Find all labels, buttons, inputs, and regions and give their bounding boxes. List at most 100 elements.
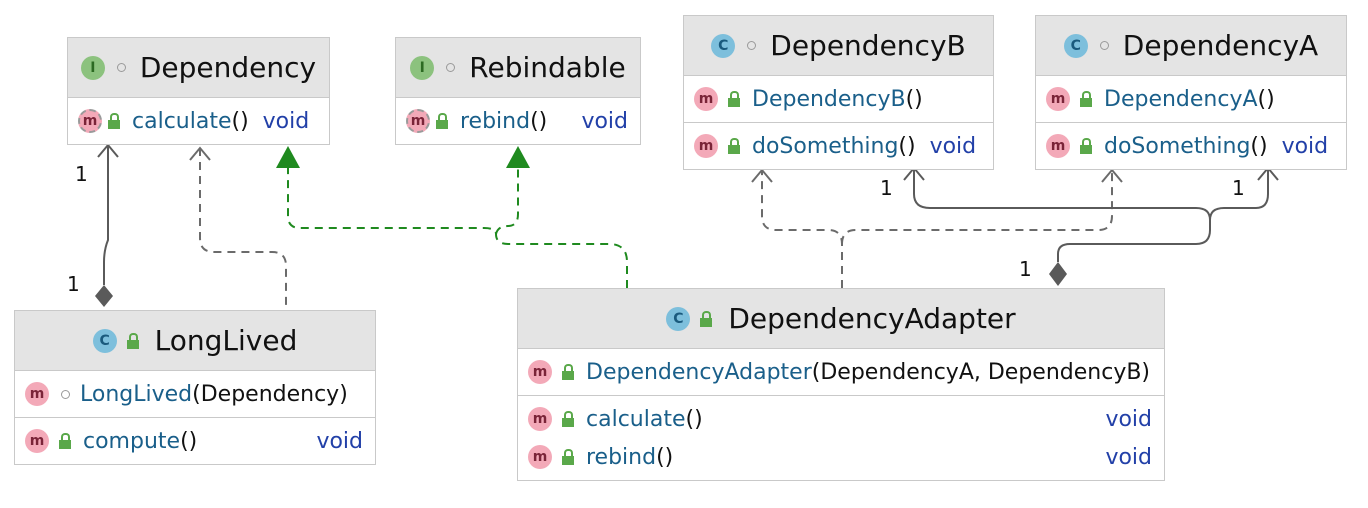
dependency-arrowhead-a — [1101, 168, 1123, 183]
class-dependency[interactable]: I Dependency m calculate () void — [67, 37, 330, 145]
interface-icon: I — [80, 55, 105, 80]
return-type: void — [929, 133, 977, 159]
method-row[interactable]: m doSomething () void — [1036, 127, 1346, 165]
class-name: Dependency — [139, 51, 317, 84]
method-params: () — [685, 406, 703, 432]
dependency-arrowhead — [189, 146, 211, 161]
class-icon: C — [666, 306, 691, 331]
class-header: I Rebindable — [396, 38, 640, 98]
method-params: () — [180, 428, 198, 454]
realization-triangle-rebindable — [506, 146, 530, 168]
methods-section: m rebind () void — [396, 98, 640, 144]
abstract-method-icon: m — [406, 109, 430, 133]
method-name: doSomething — [1104, 133, 1251, 159]
constructor-name: DependencyA — [1104, 86, 1258, 112]
method-params: () — [530, 108, 548, 134]
multiplicity-label: 1 — [1019, 257, 1032, 281]
composition-line-adapter-a — [1209, 168, 1269, 221]
package-visibility-icon — [747, 41, 757, 50]
method-params: () — [898, 133, 916, 159]
composition-arrowhead — [97, 143, 119, 158]
class-icon: C — [92, 328, 117, 353]
public-lock-icon — [59, 433, 73, 449]
method-icon: m — [528, 360, 552, 384]
method-icon: m — [694, 87, 718, 111]
public-lock-icon — [562, 364, 576, 380]
dependency-line-adapter-deps — [761, 170, 843, 288]
class-name: DependencyA — [1122, 29, 1319, 62]
class-name: Rebindable — [469, 51, 626, 84]
method-params: (DependencyA, DependencyB) — [811, 359, 1151, 385]
multiplicity-label: 1 — [880, 176, 893, 200]
method-row[interactable]: m rebind () void — [396, 102, 640, 140]
method-name: rebind — [460, 108, 531, 134]
method-icon: m — [1046, 134, 1070, 158]
class-icon: C — [711, 33, 736, 58]
public-lock-icon — [562, 411, 576, 427]
public-lock-icon — [126, 332, 141, 349]
return-type: void — [1105, 406, 1152, 432]
return-type: void — [316, 428, 363, 454]
constructors-section: m LongLived (Dependency) — [15, 371, 375, 418]
public-lock-icon — [728, 138, 742, 154]
method-row[interactable]: m compute () void — [15, 422, 375, 460]
class-name: DependencyB — [770, 29, 966, 62]
dependency-line-adapter-a — [841, 170, 1113, 245]
dependency-line-longlived-dependency — [199, 148, 287, 310]
package-visibility-icon — [61, 389, 70, 399]
method-row[interactable]: m doSomething () void — [684, 127, 993, 165]
class-dependency-b[interactable]: C DependencyB m DependencyB () m doSomet… — [683, 15, 994, 170]
interface-icon: I — [410, 55, 435, 80]
method-params: (Dependency) — [192, 381, 348, 407]
public-lock-icon — [436, 113, 450, 129]
constructor-row[interactable]: m DependencyA () — [1036, 80, 1346, 118]
package-visibility-icon — [446, 63, 456, 72]
composition-diamond — [95, 285, 113, 307]
method-params: () — [231, 108, 249, 134]
realization-triangle-dependency — [276, 146, 300, 168]
public-lock-icon — [1080, 91, 1094, 107]
method-name: calculate — [132, 108, 232, 134]
package-visibility-icon — [116, 63, 126, 72]
method-name: compute — [83, 428, 181, 454]
class-header: C DependencyA — [1036, 16, 1346, 76]
realization-line-adapter-dependency — [287, 168, 628, 288]
method-name: doSomething — [752, 133, 899, 159]
composition-line-adapter-b — [913, 168, 1211, 262]
method-icon: m — [528, 445, 552, 469]
public-lock-icon — [700, 310, 714, 327]
method-params: () — [905, 86, 923, 112]
return-type: void — [581, 108, 628, 134]
methods-section: m doSomething () void — [684, 123, 993, 169]
method-name: calculate — [586, 406, 686, 432]
method-icon: m — [694, 134, 718, 158]
constructors-section: m DependencyB () — [684, 76, 993, 123]
constructor-row[interactable]: m DependencyB () — [684, 80, 993, 118]
method-row[interactable]: m rebind () void — [518, 438, 1164, 476]
public-lock-icon — [108, 113, 122, 129]
public-lock-icon — [1080, 138, 1094, 154]
constructor-name: LongLived — [80, 381, 193, 407]
class-longlived[interactable]: C LongLived m LongLived (Dependency) m c… — [14, 310, 376, 465]
class-header: C DependencyAdapter — [518, 289, 1164, 349]
class-header: C LongLived — [15, 311, 375, 371]
constructor-row[interactable]: m DependencyAdapter (DependencyA, Depend… — [518, 353, 1164, 391]
method-icon: m — [528, 407, 552, 431]
methods-section: m doSomething () void — [1036, 123, 1346, 169]
class-dependency-adapter[interactable]: C DependencyAdapter m DependencyAdapter … — [517, 288, 1165, 481]
class-dependency-a[interactable]: C DependencyA m DependencyA () m doSomet… — [1035, 15, 1347, 170]
return-type: void — [1281, 133, 1329, 159]
multiplicity-label: 1 — [67, 272, 80, 296]
method-params: () — [1257, 86, 1275, 112]
method-params: () — [1250, 133, 1268, 159]
method-row[interactable]: m calculate () void — [518, 400, 1164, 438]
class-rebindable[interactable]: I Rebindable m rebind () void — [395, 37, 641, 145]
return-type: void — [1105, 444, 1152, 470]
public-lock-icon — [562, 449, 576, 465]
constructor-row[interactable]: m LongLived (Dependency) — [15, 375, 375, 413]
method-row[interactable]: m calculate () void — [68, 102, 329, 140]
return-type: void — [262, 108, 310, 134]
class-name: LongLived — [154, 324, 298, 357]
composition-line-longlived-dependency — [103, 145, 109, 285]
class-header: C DependencyB — [684, 16, 993, 76]
